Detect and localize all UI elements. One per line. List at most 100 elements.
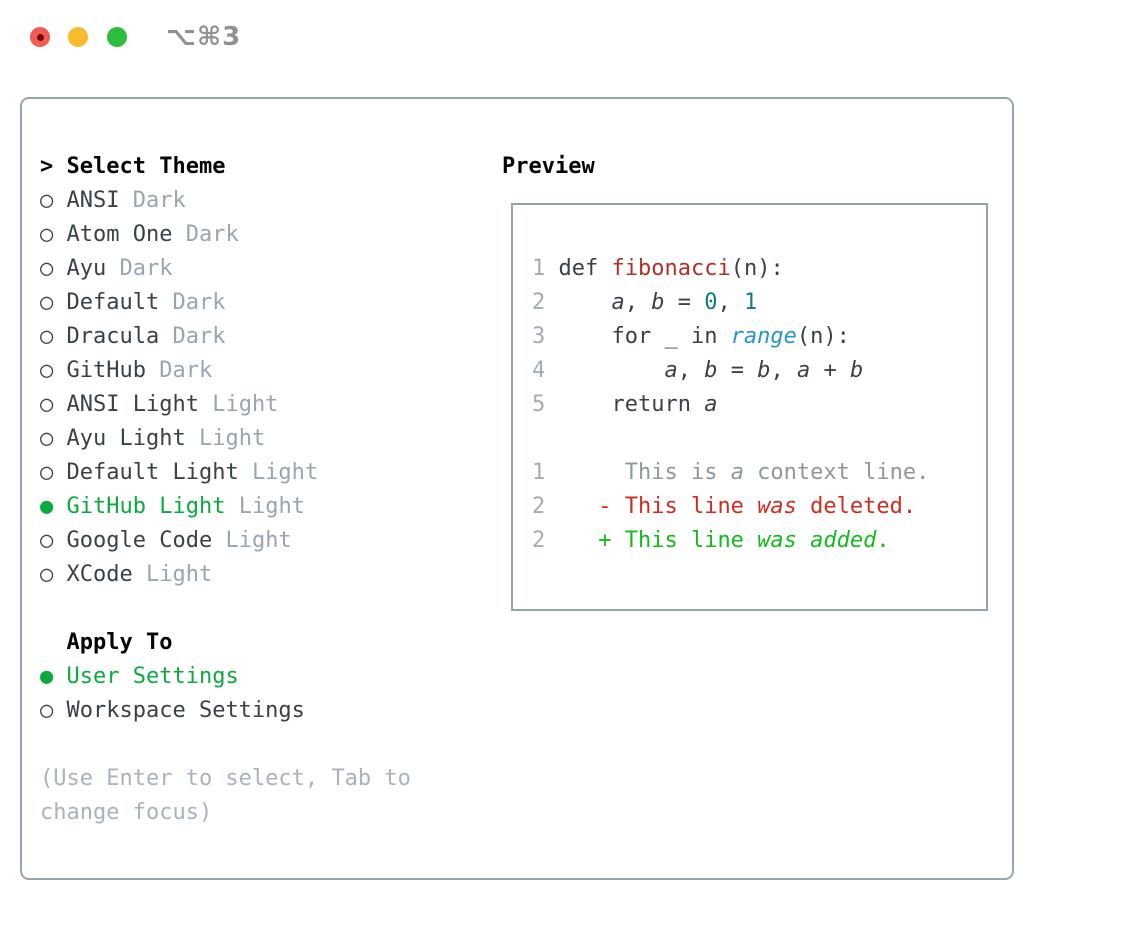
theme-option[interactable]: ○ XCode Light [40,558,411,592]
theme-variant: Light [212,392,279,417]
radio-icon: ○ [40,358,54,383]
radio-icon: ○ [40,222,54,247]
theme-list-title: Select Theme [66,154,226,179]
titlebar: ⌥⌘3 [0,0,1140,97]
preview-pane: Preview 1 def fibonacci(n):2 a, b = 0, 1… [502,150,988,611]
theme-option[interactable]: ○ ANSI Light Light [40,388,411,422]
code-token: . [876,528,890,553]
theme-option[interactable]: ○ Default Light Light [40,456,411,490]
code-line: 4 a, b = b, a + b [532,354,986,388]
minimize-button[interactable] [68,27,88,47]
theme-option[interactable]: ○ Atom One Dark [40,218,411,252]
theme-option[interactable]: ● GitHub Light Light [40,490,411,524]
code-token [559,290,612,315]
theme-name: Default [66,290,160,315]
radio-icon: ○ [40,460,54,485]
code-line: 2 + This line was added. [532,524,986,558]
theme-name: Ayu [66,256,107,281]
theme-name: ANSI [66,188,120,213]
code-token: 0 [704,290,718,315]
code-token: b [849,358,864,383]
theme-name: ANSI Light [66,392,199,417]
theme-option[interactable]: ○ Ayu Light Light [40,422,411,456]
line-number: 1 [532,256,546,281]
apply-to-header: Apply To [40,626,411,660]
theme-list: ○ ANSI Dark○ Atom One Dark○ Ayu Dark○ De… [40,184,411,592]
hint-text-line1: (Use Enter to select, Tab to [40,766,411,791]
preview-header: Preview [502,150,988,184]
theme-name: Google Code [66,528,213,553]
apply-to-option[interactable]: ○ Workspace Settings [40,694,411,728]
radio-icon: ○ [40,528,54,553]
code-token: b [651,290,665,315]
theme-variant: Dark [172,290,226,315]
prompt-arrow-icon: > [40,154,54,179]
line-number: 2 [532,528,546,553]
theme-variant: Dark [159,358,213,383]
zoom-button[interactable] [107,27,127,47]
theme-option[interactable]: ○ GitHub Dark [40,354,411,388]
code-token: , [624,290,652,315]
hint-text-line2: change focus) [40,800,213,825]
code-token: a [796,358,811,383]
code-line: 2 a, b = 0, 1 [532,286,986,320]
line-number: 2 [532,494,546,519]
code-line: 2 - This line was deleted. [532,490,986,524]
theme-option[interactable]: ○ Dracula Dark [40,320,411,354]
code-token: b [704,358,718,383]
theme-option[interactable]: ○ Default Dark [40,286,411,320]
radio-icon: ○ [40,426,54,451]
code-line: 1 This is a context line. [532,456,986,490]
code-line: 3 for _ in range(n): [532,320,986,354]
theme-picker-left-column: > Select Theme ○ ANSI Dark○ Atom One Dar… [40,150,411,830]
apply-to-title: Apply To [66,630,173,655]
theme-variant: Light [251,460,319,485]
theme-variant: Dark [185,222,239,247]
line-number: 4 [532,358,546,383]
code-token: fibonacci [611,256,731,281]
code-token: + [810,358,850,383]
code-token: was [757,494,797,519]
theme-variant: Light [198,426,266,451]
code-token: , [677,358,705,383]
theme-option[interactable]: ○ ANSI Dark [40,184,411,218]
code-token: , [717,290,744,315]
radio-icon: ○ [40,290,54,315]
theme-variant: Dark [119,256,173,281]
code-token: context line. [743,460,930,485]
code-token: = [664,290,705,315]
line-number: 5 [532,392,546,417]
code-token: 1 [743,290,758,315]
code-token: a [611,290,625,315]
apply-to-option[interactable]: ● User Settings [40,660,411,694]
close-dot-icon [37,34,44,41]
theme-name: Ayu Light [66,426,186,451]
code-line [532,422,986,456]
theme-option[interactable]: ○ Ayu Dark [40,252,411,286]
apply-to-group: ● User Settings○ Workspace Settings [40,660,411,728]
code-token: range [730,324,797,349]
theme-name: GitHub [66,358,146,383]
code-line: 5 return a [532,388,986,422]
code-token: = [717,358,758,383]
window-title: ⌥⌘3 [166,22,242,52]
spacer [40,592,411,626]
line-number: 3 [532,324,546,349]
theme-name: XCode [66,562,133,587]
theme-variant: Dark [172,324,226,349]
theme-option[interactable]: ○ Google Code Light [40,524,411,558]
code-token: b [757,358,771,383]
theme-name: GitHub Light [66,494,226,519]
radio-icon: ○ [40,256,54,281]
code-token: deleted. [796,494,917,519]
radio-icon: ○ [40,698,54,723]
code-line: 1 def fibonacci(n): [532,252,986,286]
code-token: a [704,392,718,417]
theme-name: Default Light [66,460,239,485]
theme-picker-panel: > Select Theme ○ ANSI Dark○ Atom One Dar… [20,97,1014,880]
code-token [559,358,665,383]
close-button[interactable] [30,27,50,47]
code-token: (n): [730,256,784,281]
